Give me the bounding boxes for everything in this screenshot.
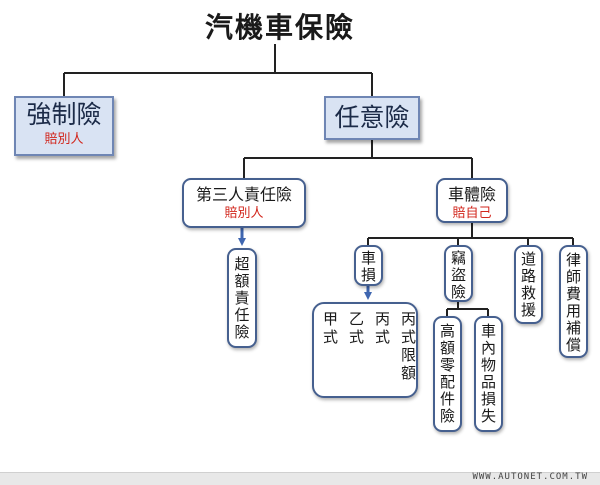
damage-type-c: 丙式: [374, 310, 390, 346]
damage-type-b: 乙式: [348, 310, 364, 346]
voluntary-insurance-box: 任意險: [324, 96, 420, 140]
footer-bar: WWW.AUTONET.COM.TW: [0, 472, 600, 485]
in-car-items-box: 車內物品損失: [474, 316, 503, 432]
high-value-parts-box: 高額零配件險: [433, 316, 462, 432]
theft-insurance-box: 竊盜險: [444, 245, 473, 302]
footer-watermark: WWW.AUTONET.COM.TW: [472, 472, 588, 482]
excess-liability-label: 超額責任險: [234, 255, 250, 341]
third-party-liability-sub: 賠別人: [224, 206, 264, 221]
roadside-assistance-box: 道路救援: [514, 245, 543, 324]
excess-liability-box: 超額責任險: [227, 248, 257, 348]
damage-type-a: 甲式: [322, 310, 338, 346]
diagram-title: 汽機車保險: [204, 11, 355, 44]
high-value-parts-label: 高額零配件險: [439, 322, 455, 425]
third-party-liability-label: 第三人責任險: [195, 185, 292, 204]
body-insurance-box: 車體險 賠自己: [436, 178, 508, 223]
compulsory-insurance-box: 強制險 賠別人: [14, 96, 114, 156]
damage-type-c-limited: 丙式限額: [400, 310, 416, 382]
compulsory-insurance-label: 強制險: [26, 100, 102, 129]
compulsory-insurance-sub: 賠別人: [44, 132, 84, 147]
damage-type-columns: 甲式 乙式 丙式 丙式限額: [322, 310, 417, 382]
roadside-assistance-label: 道路救援: [520, 250, 536, 319]
theft-insurance-label: 竊盜險: [450, 249, 466, 301]
voluntary-insurance-label: 任意險: [334, 103, 410, 132]
vehicle-damage-box: 車損: [354, 245, 383, 286]
body-insurance-sub: 賠自己: [452, 206, 492, 221]
vehicle-damage-label: 車損: [360, 249, 376, 284]
body-insurance-label: 車體險: [447, 185, 496, 204]
legal-fees-box: 律師費用補償: [559, 245, 588, 358]
legal-fees-label: 律師費用補償: [565, 251, 581, 354]
damage-types-box: 甲式 乙式 丙式 丙式限額: [312, 302, 418, 398]
third-party-liability-box: 第三人責任險 賠別人: [182, 178, 306, 228]
in-car-items-label: 車內物品損失: [480, 322, 496, 425]
